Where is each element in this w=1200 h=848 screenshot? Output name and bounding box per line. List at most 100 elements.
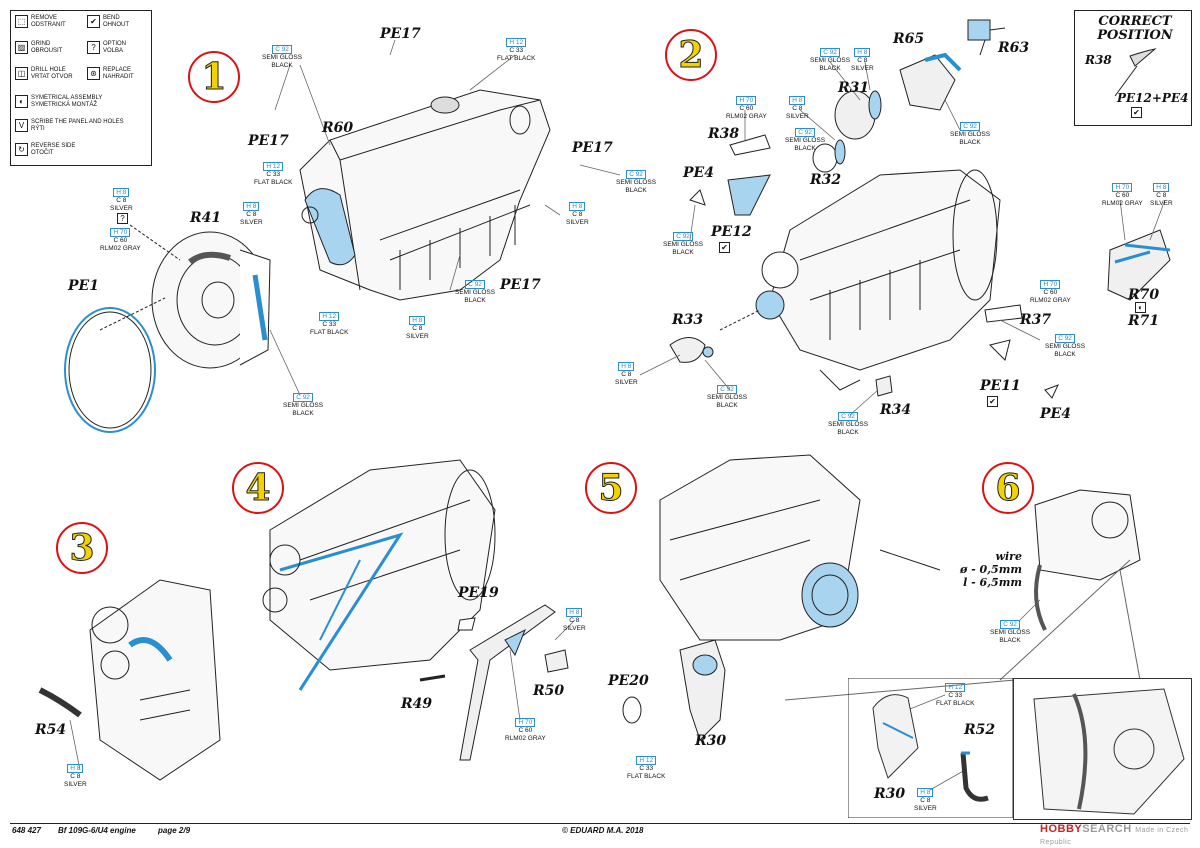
option-icon: ? — [117, 213, 128, 224]
wire-note: wire ø - 0,5mm l - 6,5mm — [960, 550, 1022, 589]
part-label: PE4 — [1040, 406, 1071, 422]
part-label: PE17 — [248, 133, 289, 149]
inset-engine-art — [1033, 688, 1185, 815]
part-label: R63 — [998, 40, 1030, 56]
symmetrical-icon: ◐ — [1135, 302, 1146, 313]
pe1-ring — [64, 307, 156, 433]
part-label: R34 — [880, 402, 912, 418]
kit-code: 648 427 — [12, 826, 41, 835]
part-label: PE17 — [380, 26, 421, 42]
step-1-marker: 1 — [188, 51, 240, 103]
part-label: R49 — [401, 696, 433, 712]
remove-icon: ⬚ — [15, 15, 28, 28]
part-label: R41 — [190, 210, 222, 226]
part-label: PE1 — [68, 278, 99, 294]
symmetrical-icon: ◐ — [15, 95, 28, 108]
step-3-marker: 3 — [56, 522, 108, 574]
part-label: PE17 — [500, 277, 541, 293]
inset-frame-art — [848, 678, 1013, 818]
bend-icon: ✔ — [719, 242, 730, 253]
bend-icon: ✔ — [87, 15, 100, 28]
correct-part-r38: R38 — [1085, 53, 1112, 67]
part-label: PE17 — [572, 140, 613, 156]
correct-position-box: CORRECT POSITION R38 PE12+PE4 ✔ — [1074, 10, 1192, 126]
part-label: R65 — [893, 31, 925, 47]
grind-icon: ▨ — [15, 41, 28, 54]
part-label: R60 — [322, 120, 354, 136]
part-label: R30 — [874, 786, 906, 802]
correct-title-line2: POSITION — [1097, 28, 1173, 43]
step-6-marker: 6 — [982, 462, 1034, 514]
step3-engine-drawing — [38, 579, 221, 781]
step-5-marker: 5 — [585, 462, 637, 514]
reverse-icon: ↻ — [15, 143, 28, 156]
drill-icon: ◫ — [15, 67, 28, 80]
step1-housing-drawing — [151, 231, 271, 369]
part-label: PE11 — [980, 378, 1021, 394]
part-label: R30 — [695, 733, 727, 749]
part-label: R37 — [1020, 312, 1052, 328]
page-footer: 648 427 Bf 109G-6/U4 engine page 2/9 © E… — [10, 823, 1190, 838]
part-label: R38 — [708, 126, 740, 142]
part-label: R52 — [964, 722, 996, 738]
part-label: R71 — [1128, 313, 1160, 329]
part-label: R32 — [810, 172, 842, 188]
kit-title: Bf 109G-6/U4 engine — [58, 826, 136, 835]
step4-engine-drawing — [262, 459, 496, 691]
part-label: R31 — [838, 80, 870, 96]
step6-engine-drawing — [1034, 489, 1141, 631]
page-number: page 2/9 — [158, 826, 191, 835]
step1-engine-drawing — [299, 89, 551, 301]
correct-detail-art — [1114, 48, 1157, 97]
correct-part-pe12-pe4: PE12+PE4 — [1117, 91, 1189, 105]
correct-title-line1: CORRECT — [1098, 14, 1172, 29]
step2-engine-drawing — [755, 169, 1001, 391]
part-label: R33 — [672, 312, 704, 328]
part-label: PE4 — [683, 165, 714, 181]
scribe-icon: V — [15, 119, 28, 132]
step4-mount-drawing — [419, 604, 569, 761]
step5-engine-drawing — [659, 454, 941, 641]
part-label: PE19 — [458, 585, 499, 601]
part-label: R70 — [1128, 287, 1160, 303]
step2-supercharger-drawing — [812, 19, 1006, 173]
step5-intake-drawing — [622, 639, 726, 741]
